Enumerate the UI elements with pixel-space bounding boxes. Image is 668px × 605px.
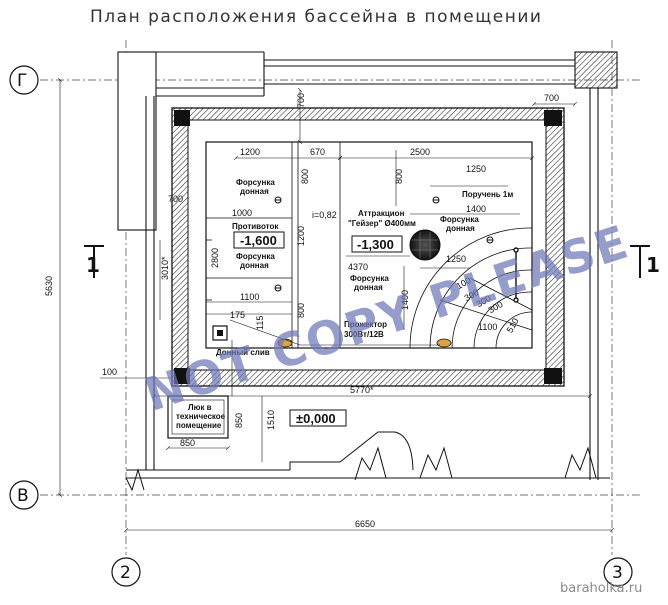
label-nozzle-1-line1: Форсунка <box>236 178 275 187</box>
dim-115: 115 <box>255 316 265 330</box>
dim-850-h: 850 <box>180 438 195 448</box>
bottom-openings <box>125 431 597 492</box>
axis-bubble-2: 2 <box>111 557 141 587</box>
label-nozzle-2-line1: Форсунка <box>236 252 275 261</box>
dim-700-top: 700 <box>296 93 306 108</box>
room-walls <box>117 51 610 480</box>
label-counterflow: Противоток <box>232 222 279 231</box>
dim-175: 175 <box>230 310 245 320</box>
dim-1000: 1000 <box>232 208 252 218</box>
dim-6650: 6650 <box>355 519 375 529</box>
dim-2800: 2800 <box>210 248 220 268</box>
dim-2500: 2500 <box>410 147 430 157</box>
svg-text:1: 1 <box>646 253 660 277</box>
label-nozzle-4-line2: донная <box>354 283 383 292</box>
axis-bubble-3: 3 <box>603 557 633 587</box>
label-drain: Донный слив <box>216 348 270 357</box>
dim-100: 100 <box>102 367 117 377</box>
label-nozzle-2-line2: донная <box>240 261 269 270</box>
label-attraction-line2: "Гейзер" Ø400мм <box>348 219 416 228</box>
label-nozzle-1-line2: донная <box>240 187 269 196</box>
label-nozzle-3-line2: донная <box>446 224 475 233</box>
svg-text:Г: Г <box>17 71 27 91</box>
label-hatch-line1: Люк в <box>188 403 212 412</box>
dim-1510: 1510 <box>266 410 276 430</box>
svg-text:В: В <box>17 486 29 506</box>
dim-850-v: 850 <box>234 413 244 428</box>
dim-800-c: 800 <box>296 303 306 318</box>
dim-1100-b: 1100 <box>478 322 497 332</box>
geyser-attraction <box>409 229 441 261</box>
dim-670: 670 <box>310 147 325 157</box>
dim-700-left: 700 <box>168 194 183 204</box>
dim-4370: 4370 <box>348 262 368 272</box>
dimension-lines <box>60 80 612 530</box>
section-marker-left: 1 <box>84 245 104 278</box>
handrail <box>513 247 519 303</box>
dim-800-b: 800 <box>394 169 404 184</box>
label-depth-b: -1,300 <box>357 237 394 252</box>
label-nozzle-3-line1: Форсунка <box>440 215 479 224</box>
dim-1100-a: 1100 <box>240 292 259 302</box>
nozzle-marker-2 <box>274 284 282 292</box>
label-floor-level: ±0,000 <box>296 411 336 426</box>
dim-800-a: 800 <box>300 169 310 184</box>
spotlight-marker-2 <box>436 338 452 348</box>
label-spotlight-line2: 300Вт/12В <box>344 330 384 339</box>
label-attraction-line1: Аттракцион <box>358 209 405 218</box>
dim-5630: 5630 <box>44 276 54 296</box>
geyser-grid <box>412 232 438 258</box>
dim-1200-top: 1200 <box>240 147 260 157</box>
dim-1200-v: 1200 <box>296 226 306 246</box>
nozzle-marker-1 <box>274 196 282 204</box>
label-hatch-line3: помещение <box>176 421 222 430</box>
nozzle-marker-3 <box>432 196 440 204</box>
dim-1250-top: 1250 <box>466 164 486 174</box>
label-nozzle-4-line1: Форсунка <box>350 274 389 283</box>
section-marker-right: 1 <box>630 245 660 278</box>
svg-text:2: 2 <box>120 563 131 583</box>
dim-1250-mid: 1250 <box>446 254 466 264</box>
dim-1400: 1400 <box>466 204 486 214</box>
label-spotlight-line1: Прожектор <box>344 320 387 329</box>
pool-internal-lines <box>206 142 533 349</box>
dim-1400-v: 1400 <box>400 290 410 310</box>
plan-title: План расположения бассейна в помещении <box>90 7 542 27</box>
label-depth-a: -1,600 <box>240 233 277 248</box>
dim-3010: 3010* <box>160 256 170 280</box>
dim-5770: 5770* <box>350 385 374 395</box>
axis-bubble-g: Г <box>9 65 39 95</box>
dim-700-right: 700 <box>544 93 559 103</box>
label-handrail: Поручень 1м <box>462 190 513 199</box>
label-hatch-line2: техническое <box>176 412 226 421</box>
floor-level-box <box>289 409 347 427</box>
axis-bubble-v: В <box>9 480 39 510</box>
hatch-box <box>167 395 229 439</box>
nozzle-marker-4 <box>486 236 494 244</box>
site-watermark: baraholka.ru <box>560 581 642 596</box>
svg-text:1: 1 <box>86 253 100 277</box>
label-slope: i=0,82 <box>312 210 337 220</box>
corner-column <box>574 51 618 89</box>
svg-text:3: 3 <box>612 563 623 583</box>
